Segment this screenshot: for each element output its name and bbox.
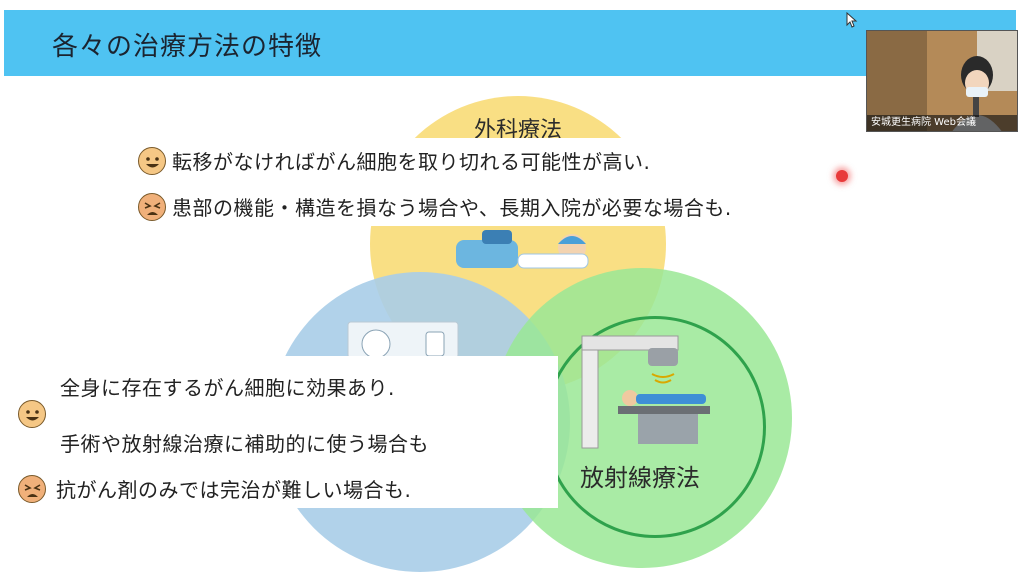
laser-pointer-dot — [836, 170, 848, 182]
webcam-video-tile[interactable]: 安城更生病院 Web会議 — [866, 30, 1018, 132]
sad-face-icon — [18, 474, 46, 503]
mouse-cursor-icon — [846, 12, 858, 28]
happy-face-icon — [18, 400, 46, 428]
radiation-circle-label: 放射線療法 — [580, 464, 700, 492]
chemo-point-text: 抗がん剤のみでは完治が難しい場合も. — [56, 478, 412, 502]
chemotherapy-features-panel: 全身に存在するがん細胞に効果あり. 手術や放射線治療に補助的に使う場合も 抗がん… — [10, 356, 558, 508]
surgery-point-text: 患部の機能・構造を損なう場合や、長期入院が必要な場合も. — [172, 196, 732, 220]
chemo-point-positive: 全身に存在するがん細胞に効果あり. — [18, 372, 395, 428]
radiation-machine-illustration — [581, 335, 710, 449]
presenter-video-icon — [867, 31, 1017, 131]
surgery-point-text: 転移がなければがん細胞を取り切れる可能性が高い. — [172, 150, 651, 174]
chemo-point-text: 全身に存在するがん細胞に効果あり. — [60, 376, 395, 400]
chemo-point-negative: 抗がん剤のみでは完治が難しい場合も. — [18, 474, 411, 503]
surgery-features-panel: 転移がなければがん細胞を取り切れる可能性が高い. 患部の機能・構造を損なう場合や… — [126, 138, 904, 226]
chemotherapy-illustration — [347, 321, 459, 359]
surgery-illustration — [456, 230, 589, 269]
surgery-point-positive: 転移がなければがん細胞を取り切れる可能性が高い. — [138, 146, 650, 175]
slide-title: 各々の治療方法の特徴 — [52, 32, 323, 62]
surgery-point-negative: 患部の機能・構造を損なう場合や、長期入院が必要な場合も. — [138, 192, 732, 221]
sad-face-icon — [138, 192, 166, 221]
webcam-label: 安城更生病院 Web会議 — [867, 115, 1017, 131]
chemo-point-secondary: 手術や放射線治療に補助的に使う場合も — [60, 428, 429, 457]
happy-face-icon — [138, 146, 166, 175]
chemo-point-text: 手術や放射線治療に補助的に使う場合も — [60, 432, 429, 456]
